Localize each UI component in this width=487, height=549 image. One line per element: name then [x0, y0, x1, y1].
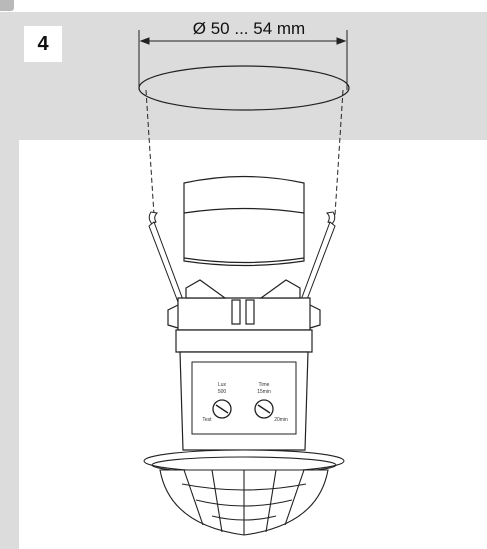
- time-label: Time: [259, 382, 270, 388]
- diameter-label: Ø 50 ... 54 mm: [192, 19, 306, 38]
- ceiling-hole: [138, 65, 350, 111]
- sensor-housing-top: [183, 175, 305, 267]
- spring-clip-left: [148, 211, 184, 303]
- lux-label: Lux: [218, 382, 227, 388]
- step-number-box: 4: [24, 26, 62, 62]
- step-number: 4: [37, 32, 49, 55]
- test-label: Test: [202, 417, 212, 423]
- max-label: 20min: [274, 417, 288, 423]
- lux-value: 500: [218, 389, 227, 395]
- dimension-line: [138, 30, 348, 90]
- alignment-dashes: [145, 89, 344, 216]
- spring-clip-right: [300, 211, 336, 303]
- frame-left-band: [0, 140, 19, 549]
- time-value: 15min: [257, 389, 271, 395]
- frame-top-band: [0, 12, 487, 140]
- control-panel: Lux 500 Time 15min Test 20min: [191, 361, 297, 435]
- corner-tab: [0, 0, 14, 11]
- sensor-lens: [143, 449, 345, 536]
